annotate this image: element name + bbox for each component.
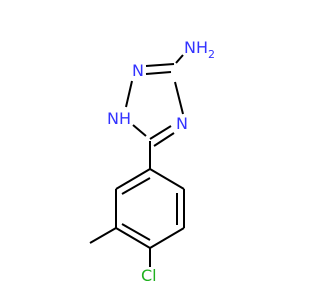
bond-c3-amino — [175, 54, 184, 64]
bond-methyl — [89, 227, 117, 244]
bond-c6p-c1p — [149, 168, 185, 190]
bond-aromatic-inner-2 — [121, 223, 151, 241]
bond-c3p-c4p — [115, 227, 151, 249]
chlorine-atom-label: Cl — [141, 266, 157, 285]
bond-n2-n1 — [125, 80, 133, 108]
amino-group-label: NH2 — [184, 38, 215, 61]
atom-label-layer: NH2 N NH N Cl — [107, 38, 215, 285]
bond-c5-n4 — [149, 125, 172, 140]
bond-n1-c5 — [132, 124, 147, 137]
molecule-structure-diagram: NH2 N NH N Cl — [89, 38, 215, 285]
bond-c3-n2 — [145, 63, 175, 67]
ring-nitrogen-n2-label: N — [132, 61, 144, 80]
bond-c3-n2-second — [145, 71, 172, 75]
bond-layer — [89, 54, 185, 267]
bond-c1p-c2p — [115, 168, 151, 190]
bond-n4-c3 — [174, 81, 184, 115]
bond-c5-n4-second — [153, 132, 175, 147]
ring-nitrogen-n1h-label: NH — [107, 109, 131, 128]
bond-c4p-c5p — [149, 227, 185, 249]
bond-aromatic-inner-1 — [121, 177, 151, 195]
ring-nitrogen-n4-label: N — [176, 114, 188, 133]
